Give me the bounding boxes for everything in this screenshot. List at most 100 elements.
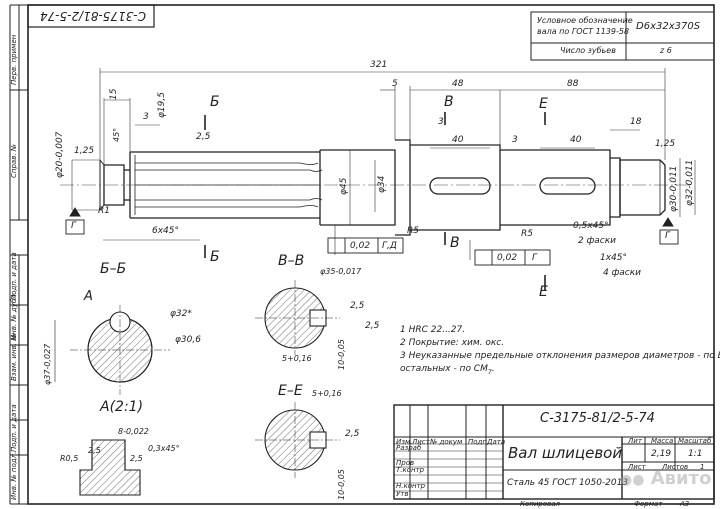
dim-ch1: 1x45° [600, 253, 628, 263]
tb-listov-value: 1 [700, 463, 705, 471]
ee-10: 10-0,05 [337, 469, 346, 500]
dim-5: 5 [392, 79, 398, 89]
strip-sprav: Справ. № [10, 143, 18, 178]
section-ee [255, 402, 340, 478]
strip-vzam-inv: Взам. инв. № [10, 333, 18, 381]
section-bb [54, 305, 170, 395]
note-2: 2 Покрытие: хим. окс. [400, 338, 505, 348]
tb-utv: Утв [396, 490, 409, 498]
ee-25: 2,5 [345, 429, 360, 439]
tb-massa: Масса [651, 437, 674, 445]
bb-phi37: φ37-0,027 [43, 343, 52, 385]
dim-phi20: φ20-0,007 [55, 131, 65, 178]
a-03: 0,3x45° [148, 444, 180, 453]
dim-r5b: R5 [521, 229, 533, 239]
a-r05: R0,5 [60, 454, 79, 463]
note-4-end: . [491, 364, 495, 374]
dim-25: 2,5 [196, 132, 211, 142]
dim-125b: 1,25 [655, 139, 676, 149]
spec-row2-value: z 6 [660, 46, 672, 55]
datum-a: Г [71, 221, 77, 231]
note-3: 3 Неуказанные предельные отклонения разм… [400, 352, 720, 363]
strip-perv-primen: Перв. примен [10, 34, 18, 85]
a-title: А(2:1) [100, 399, 144, 415]
tb-scale-value: 1:1 [688, 449, 703, 459]
tb-code: С-3175-81/2-5-74 [540, 411, 655, 426]
doc-code-rotated: С-3175-81/2-5-74 [39, 9, 147, 23]
tb-name: Вал шлицевой [508, 444, 623, 462]
section-marks [204, 112, 546, 290]
a-25a: 2,5 [88, 446, 101, 455]
tb-izm: Изм. [396, 438, 413, 446]
section-letter-v2: В [450, 235, 460, 251]
spec-row2-label: Число зубьев [560, 46, 616, 55]
section-vv [255, 280, 340, 355]
vv-phi35: φ35-0,017 [320, 267, 362, 276]
section-letter-e2: Е [539, 284, 548, 300]
note-3-text: 3 Неуказанные предельные отклонения разм… [400, 351, 720, 361]
a-8: 8-0,022 [118, 427, 149, 436]
tol2-base: Г [532, 253, 538, 263]
tolerance-frames [65, 207, 679, 266]
datum-b: Г [665, 231, 671, 241]
watermark-text: Авито [650, 468, 712, 489]
tb-list: Лист [628, 463, 646, 471]
dimension-lines [71, 68, 696, 260]
tol2-value: 0,02 [497, 253, 518, 263]
dim-ch1-note: 4 фаски [603, 268, 642, 278]
tb-prov: Пров [396, 459, 415, 467]
bb-title: Б–Б [100, 261, 127, 277]
dim-15: 15 [109, 88, 119, 100]
note-4-sub: 7 [487, 368, 492, 376]
tol1-value: 0,02 [350, 241, 371, 251]
dim-3a: 3 [143, 112, 149, 122]
tol1-base: Г,Д [382, 241, 397, 251]
a-25b: 2,5 [130, 454, 143, 463]
detail-a [79, 439, 141, 496]
tb-kopiroval: Копировал [520, 500, 560, 508]
dim-48: 48 [452, 79, 464, 89]
spec-row1-label-line1: Условное обозначение [537, 16, 633, 25]
dim-3b: 3 [438, 117, 444, 127]
tb-lit: Лит [628, 437, 642, 445]
vv-25b: 2,5 [365, 321, 380, 331]
dim-321: 321 [370, 60, 388, 70]
ee-title: Е–Е [278, 383, 303, 399]
note-4-text: остальных - по СМ [400, 364, 488, 374]
section-letter-v1: В [444, 94, 454, 110]
dim-40a: 40 [452, 135, 464, 145]
section-letter-e1: Е [539, 96, 548, 112]
dim-r1: R1 [98, 206, 110, 216]
dim-phi34: φ34 [377, 175, 387, 193]
dim-ch05-note: 2 фаски [578, 236, 617, 246]
watermark-dots: ●● [620, 472, 645, 488]
dim-18: 18 [630, 117, 642, 127]
vv-10: 10-0,05 [337, 339, 346, 370]
sheet-frame [9, 4, 715, 505]
dim-phi195: φ19,5 [157, 92, 167, 118]
tb-podp: Подп. [468, 438, 490, 446]
tb-mass-value: 2,19 [651, 449, 672, 459]
spec-table-lines [530, 11, 715, 61]
dim-r5a: R5 [407, 226, 419, 236]
ee-5: 5+0,16 [312, 389, 342, 398]
dim-40b: 40 [570, 135, 582, 145]
dim-88: 88 [567, 79, 579, 89]
vv-5: 5+0,16 [282, 354, 312, 363]
strip-podp-data-2: Подп. и дата [10, 404, 18, 452]
tb-format-value: А3 [680, 500, 690, 508]
dim-45deg: 45° [112, 127, 121, 142]
tb-format: Формат [634, 500, 663, 508]
note-1: 1 HRC 22...27. [400, 325, 466, 335]
tb-data: Дата [487, 438, 506, 446]
bb-a: А [84, 289, 93, 304]
tb-tkontr: Т.контр [396, 466, 425, 474]
dim-chamfer6: 6x45° [152, 226, 180, 236]
dim-3c: 3 [512, 135, 518, 145]
section-letter-b1: Б [210, 94, 220, 110]
section-letter-b2: Б [210, 249, 220, 265]
strip-podp-data-1: Подп. и дата [10, 252, 18, 300]
vv-title: В–В [278, 253, 305, 269]
